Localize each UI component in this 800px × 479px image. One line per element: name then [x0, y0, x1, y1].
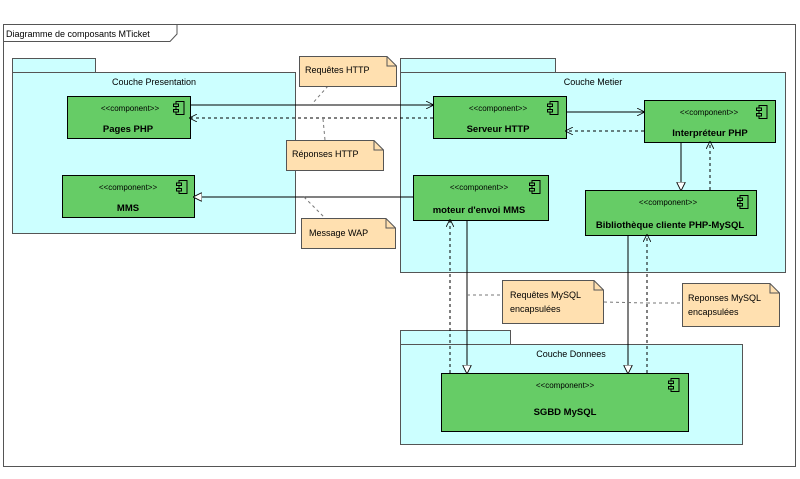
note-requetes-mysql[interactable]: Requêtes MySQL encapsulées — [502, 280, 604, 324]
component-sgbd-mysql-label: SGBD MySQL — [534, 407, 597, 418]
component-moteur-mms-label: moteur d'envoi MMS — [433, 205, 526, 216]
note-requetes-http[interactable]: Requêtes HTTP — [299, 56, 397, 87]
stereotype-label: <<component>> — [639, 198, 698, 207]
component-interpreteur-php[interactable]: <<component>> Interpréteur PHP — [644, 100, 776, 143]
package-metier[interactable]: Couche Metier — [400, 58, 786, 273]
note-reponses-mysql-line1: Reponses MySQL — [688, 293, 761, 303]
package-presentation-title: Couche Presentation — [112, 77, 196, 87]
component-moteur-mms[interactable]: <<component>> moteur d'envoi MMS — [413, 175, 549, 221]
package-metier-title: Couche Metier — [564, 77, 623, 87]
connectors — [190, 105, 710, 373]
note-anchors — [303, 85, 682, 304]
stereotype-label: <<component>> — [99, 183, 158, 192]
note-reponses-http[interactable]: Réponses HTTP — [286, 140, 384, 171]
note-message-wap-text: Message WAP — [309, 228, 368, 238]
component-serveur-http-label: Serveur HTTP — [467, 124, 530, 135]
note-reponses-http-text: Réponses HTTP — [292, 149, 359, 159]
component-mms[interactable]: <<component>> MMS — [62, 175, 195, 218]
stereotype-label: <<component>> — [101, 104, 160, 113]
stereotype-label: <<component>> — [450, 183, 509, 192]
note-reponses-mysql-line2: encapsulées — [688, 307, 739, 317]
diagram-title: Diagramme de composants MTicket — [6, 29, 150, 39]
note-reponses-mysql[interactable]: Reponses MySQL encapsulées — [682, 283, 780, 327]
component-pages-php[interactable]: <<component>> Pages PHP — [67, 96, 191, 139]
note-message-wap[interactable]: Message WAP — [301, 218, 396, 249]
package-donnees-title: Couche Donnees — [536, 349, 606, 359]
note-requetes-mysql-line1: Requêtes MySQL — [510, 290, 581, 300]
component-mms-label: MMS — [117, 203, 139, 214]
component-bibliotheque[interactable]: <<component>> Bibliothèque cliente PHP-M… — [585, 190, 757, 236]
note-requetes-http-text: Requêtes HTTP — [305, 65, 370, 75]
component-pages-php-label: Pages PHP — [103, 124, 154, 135]
note-requetes-mysql-line2: encapsulées — [510, 304, 561, 314]
stereotype-label: <<component>> — [680, 108, 739, 117]
component-serveur-http[interactable]: <<component>> Serveur HTTP — [433, 96, 567, 139]
component-sgbd-mysql[interactable]: <<component>> SGBD MySQL — [441, 373, 689, 432]
stereotype-label: <<component>> — [536, 381, 595, 390]
component-bibliotheque-label: Bibliothèque cliente PHP-MySQL — [596, 220, 745, 231]
component-interpreteur-php-label: Interpréteur PHP — [672, 128, 748, 139]
stereotype-label: <<component>> — [469, 104, 528, 113]
